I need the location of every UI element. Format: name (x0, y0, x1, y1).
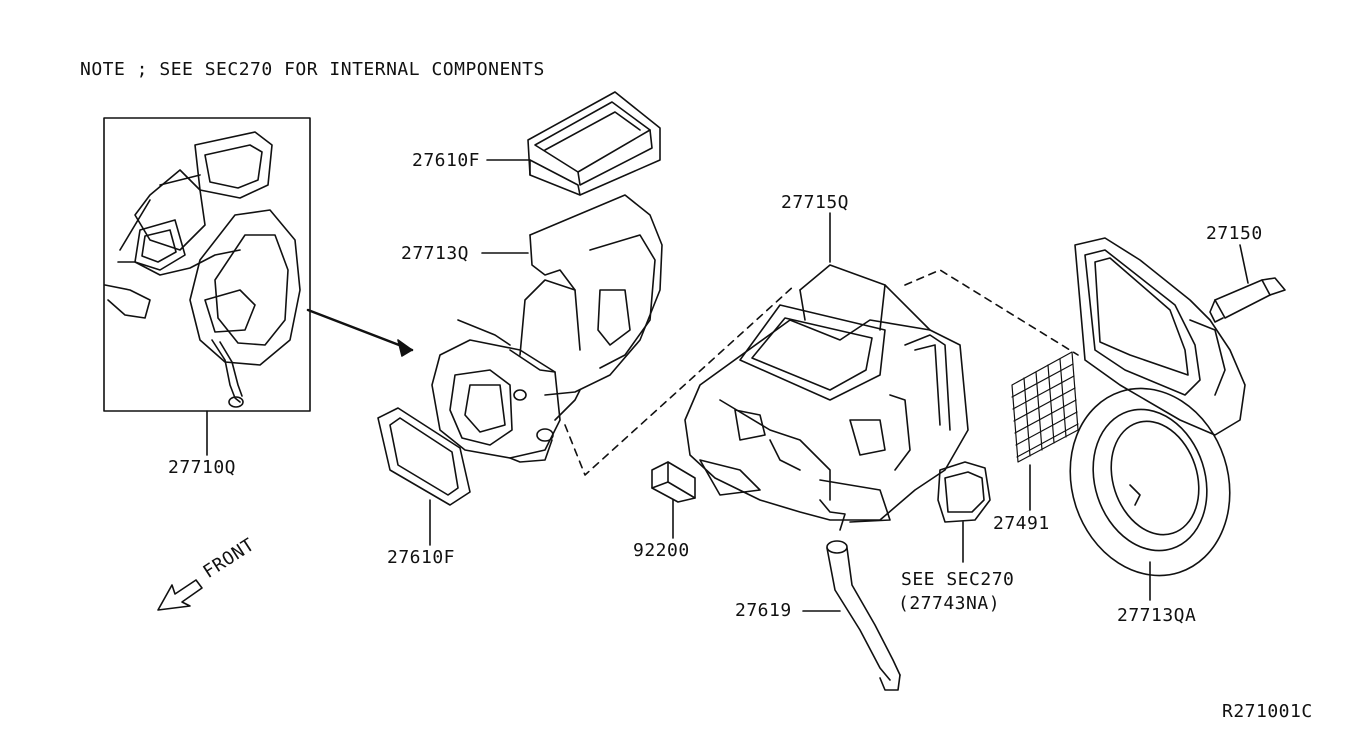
part-27610F-bottom-drawing (377, 407, 471, 506)
label-27715Q: 27715Q (781, 192, 850, 213)
label-see-sec270: SEE SEC270 (901, 569, 1015, 590)
label-27743NA: (27743NA) (898, 593, 1001, 614)
part-27150-drawing (1209, 277, 1286, 323)
part-27743NA-drawing (937, 461, 991, 523)
label-27619: 27619 (735, 600, 792, 621)
label-27610F-bottom: 27610F (387, 547, 456, 568)
part-27610F-top-drawing (527, 91, 661, 196)
part-27491-mesh-drawing (1011, 351, 1079, 463)
alignment-dashes (564, 269, 1079, 476)
label-27710Q: 27710Q (168, 457, 237, 478)
label-27150: 27150 (1206, 223, 1263, 244)
part-27715Q-drawing (684, 264, 969, 531)
label-27610F-top: 27610F (412, 150, 481, 171)
direction-arrow (306, 308, 414, 357)
label-27713Q: 27713Q (401, 243, 470, 264)
label-27491: 27491 (993, 513, 1050, 534)
note-text: NOTE ; SEE SEC270 FOR INTERNAL COMPONENT… (80, 59, 545, 80)
leader-27150 (1239, 244, 1249, 284)
label-27713QA: 27713QA (1117, 605, 1197, 626)
part-92200-drawing (651, 461, 696, 503)
diagram-id: R271001C (1222, 701, 1313, 722)
assembly-27710Q-drawing (104, 131, 301, 408)
front-arrow-icon (157, 579, 203, 611)
part-27713QA-drawing (1069, 237, 1246, 577)
part-27619-drawing (826, 540, 901, 691)
label-92200: 92200 (633, 540, 690, 561)
part-27713Q-drawing (431, 194, 663, 463)
